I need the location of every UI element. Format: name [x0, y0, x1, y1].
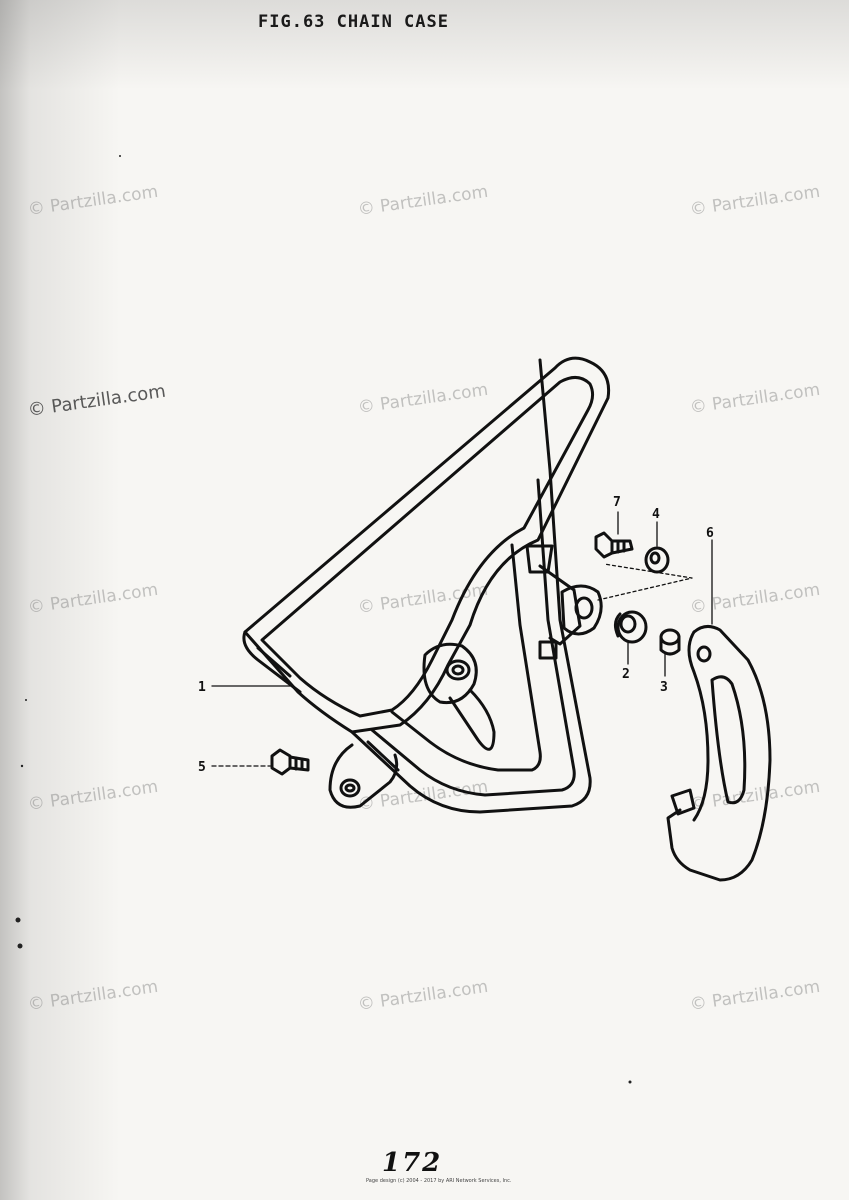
bolt-part-7 — [594, 531, 634, 559]
grommet-part — [613, 610, 648, 644]
figure-title: FIG.63 CHAIN CASE — [258, 12, 449, 32]
page-number: 172 — [382, 1148, 443, 1178]
leader-lines — [211, 511, 713, 767]
assembly-line — [597, 563, 693, 601]
callout-2: 2 — [622, 667, 630, 682]
chain-guide-part — [666, 625, 772, 882]
washer-part — [644, 546, 670, 574]
bolt-part-5 — [270, 748, 310, 776]
collar-part — [659, 628, 681, 656]
callout-1: 1 — [198, 680, 206, 695]
scan-shadow-left — [0, 0, 120, 1200]
copyright-note: Page design (c) 2004 - 2017 by ARI Netwo… — [366, 1178, 512, 1184]
scan-specks — [15, 155, 632, 1084]
callout-5: 5 — [198, 760, 206, 775]
scan-shadow-top — [0, 0, 849, 90]
chain-case-part — [242, 356, 611, 814]
callout-7: 7 — [613, 495, 621, 510]
callout-6: 6 — [706, 526, 714, 541]
callout-4: 4 — [652, 507, 660, 522]
callout-3: 3 — [660, 680, 668, 695]
